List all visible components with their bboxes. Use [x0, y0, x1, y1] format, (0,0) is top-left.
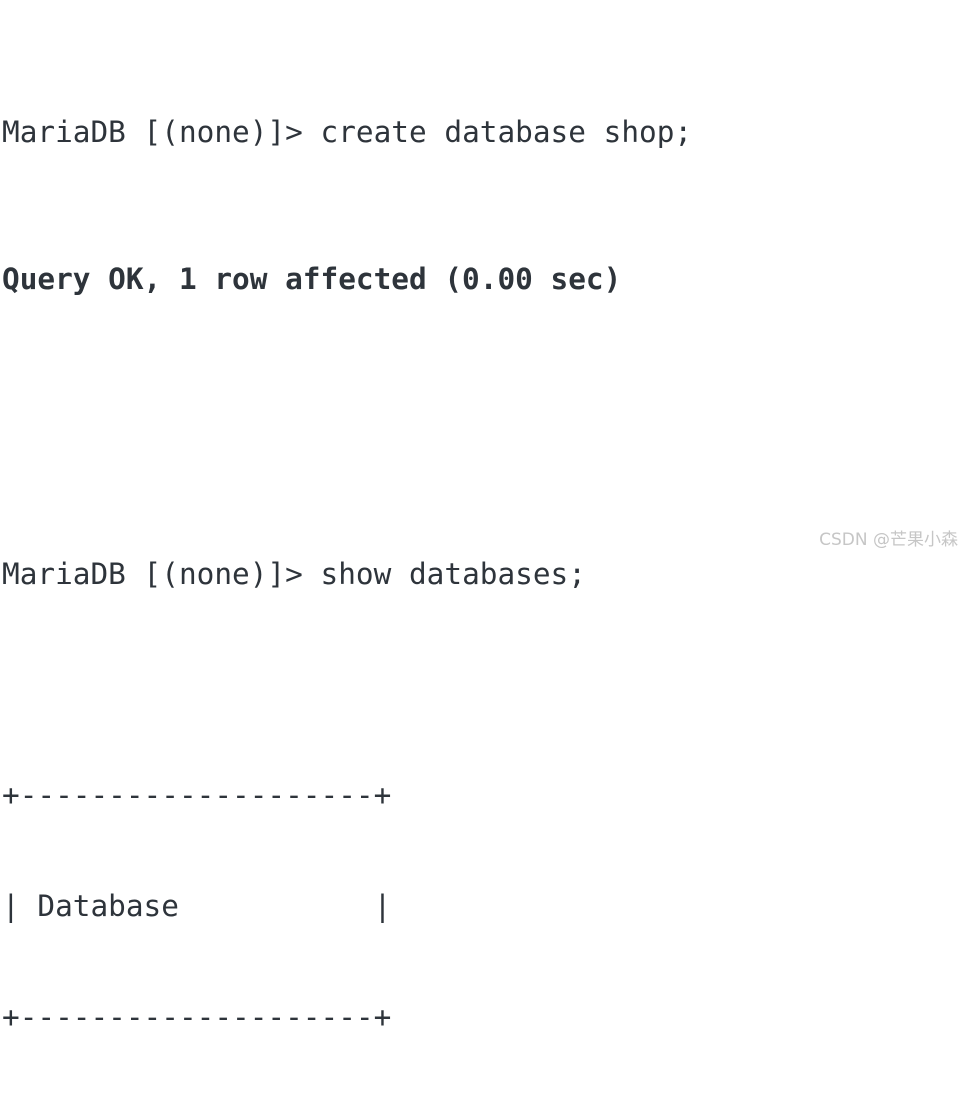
databases-table: +--------------------+ | Database | +---… — [2, 704, 972, 1114]
table-header-row: | Database | — [2, 888, 392, 923]
table-body: | information_schema || company || mysql… — [2, 1109, 972, 1114]
command-line-show-databases: MariaDB [(none)]> show databases; — [2, 556, 972, 593]
table-row: | information_schema | — [2, 1109, 972, 1114]
blank-line — [2, 409, 972, 446]
mariadb-prompt: MariaDB [(none)]> — [2, 557, 321, 592]
mariadb-prompt: MariaDB [(none)]> — [2, 114, 321, 149]
command-text-show-databases: show databases; — [320, 557, 586, 592]
command-line-create-db: MariaDB [(none)]> create database shop; — [2, 114, 972, 151]
query-result-line: Query OK, 1 row affected (0.00 sec) — [2, 262, 622, 297]
command-text-create-db: create database shop; — [320, 114, 693, 149]
table-border-middle: +--------------------+ — [2, 999, 392, 1034]
csdn-watermark: CSDN @芒果小森 — [819, 530, 958, 550]
table-border-top: +--------------------+ — [2, 778, 392, 813]
